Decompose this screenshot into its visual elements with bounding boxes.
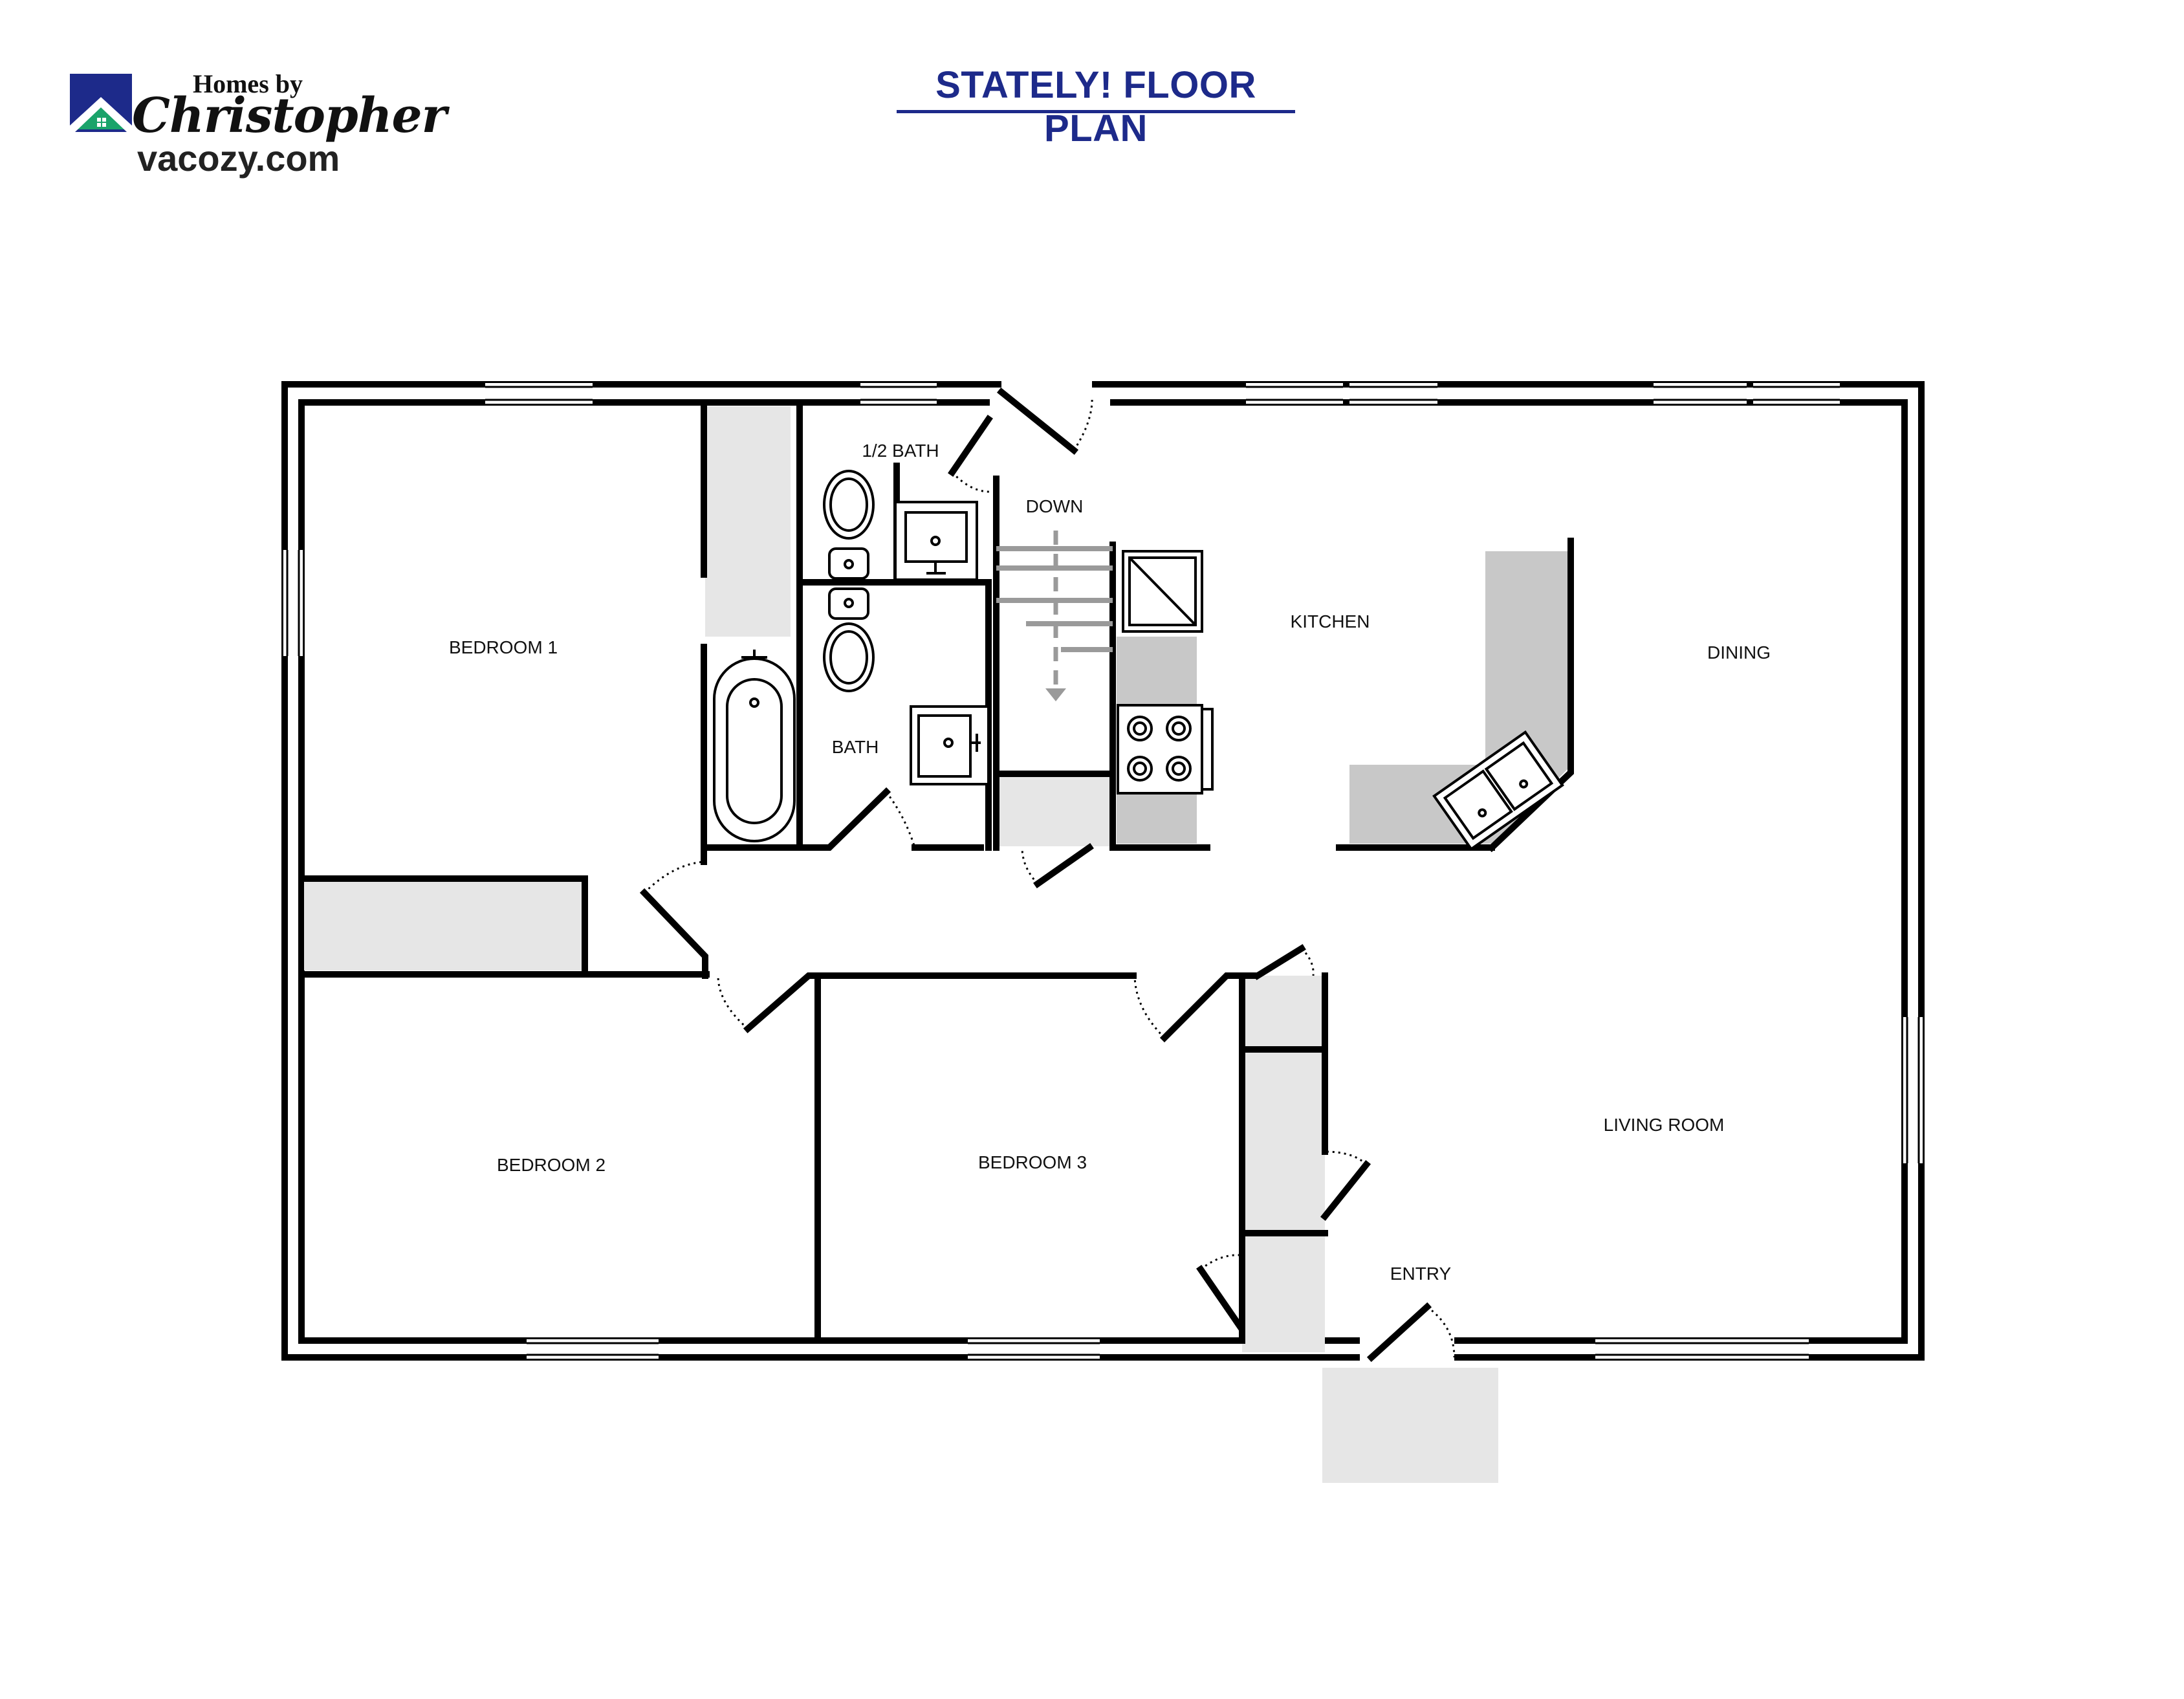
window-bottom-2 — [968, 1339, 1100, 1359]
logo-text-christopher: Christopher — [132, 88, 447, 144]
window-bottom-3 — [1595, 1339, 1809, 1359]
sink-icon — [910, 705, 990, 785]
closet-bedroom2 — [304, 881, 585, 970]
label-half-bath: 1/2 BATH — [862, 441, 939, 461]
door-swing-bedroom2 — [717, 975, 748, 1030]
closet-hall-2 — [1242, 1051, 1325, 1231]
door-swing-bedroom1 — [643, 860, 704, 894]
house-logo-icon — [70, 74, 132, 132]
window-top-4 — [1349, 383, 1437, 404]
door-swing-top — [1073, 395, 1093, 451]
page-title: STATELY! FLOOR PLAN — [935, 64, 1256, 149]
label-bedroom1: BEDROOM 1 — [449, 637, 558, 657]
window-bottom-1 — [527, 1339, 659, 1359]
title-underline — [897, 110, 1295, 113]
sink-icon — [894, 501, 978, 581]
door-swing-stair — [1021, 847, 1039, 885]
stair-landing — [996, 776, 1110, 846]
website-url[interactable]: vacozy.com — [137, 138, 340, 179]
door-swing-closet3 — [1200, 1254, 1241, 1271]
door-swing-bath — [885, 791, 916, 848]
window-top-6 — [1753, 383, 1840, 404]
outer-wall-inner — [298, 399, 1908, 1344]
outer-wall — [281, 381, 1925, 1361]
label-kitchen: KITCHEN — [1291, 611, 1370, 631]
interior-walls — [298, 387, 1574, 1363]
door-swings — [643, 395, 1456, 1358]
closets — [304, 406, 1498, 1483]
door-swing-bedroom3 — [1133, 976, 1166, 1039]
stair-down-arrow-icon — [1045, 688, 1066, 701]
label-dining: DINING — [1707, 642, 1771, 663]
label-down: DOWN — [1026, 496, 1084, 516]
window-top-2 — [860, 383, 937, 404]
door-swing-entry — [1426, 1306, 1456, 1358]
toilet-icon — [823, 587, 875, 692]
label-living-room: LIVING ROOM — [1604, 1115, 1725, 1135]
closet-hall-3 — [1242, 1233, 1325, 1352]
closet-bedroom1 — [705, 406, 791, 637]
door-swing-half-bath — [951, 471, 990, 493]
label-bedroom3: BEDROOM 3 — [978, 1152, 1087, 1172]
window-top-1 — [485, 383, 593, 404]
door-swing-closet2 — [1324, 1150, 1368, 1166]
closet-hall-1 — [1242, 976, 1325, 1049]
window-top-3 — [1246, 383, 1343, 404]
entry-porch — [1322, 1368, 1498, 1483]
kitchen-sink-icon — [1432, 730, 1564, 851]
windows — [283, 383, 1923, 1359]
label-entry: ENTRY — [1390, 1264, 1452, 1284]
staircase — [996, 531, 1113, 688]
toilet-icon — [823, 470, 875, 580]
company-logo: Homes by Christopher vacozy.com — [70, 65, 447, 188]
window-left-1 — [283, 550, 303, 656]
label-bedroom2: BEDROOM 2 — [497, 1155, 606, 1175]
room-labels: 1/2 BATH DOWN KITCHEN DINING BEDROOM 1 B… — [449, 441, 1771, 1284]
door-swing-closet1 — [1300, 947, 1315, 976]
refrigerator-icon — [1122, 550, 1203, 633]
stove-icon — [1117, 704, 1214, 795]
label-bath: BATH — [832, 737, 879, 757]
bathtub-icon — [713, 650, 796, 842]
window-top-5 — [1654, 383, 1747, 404]
window-right-1 — [1903, 1017, 1923, 1163]
logo-text-homes-by: Homes by — [193, 69, 303, 98]
